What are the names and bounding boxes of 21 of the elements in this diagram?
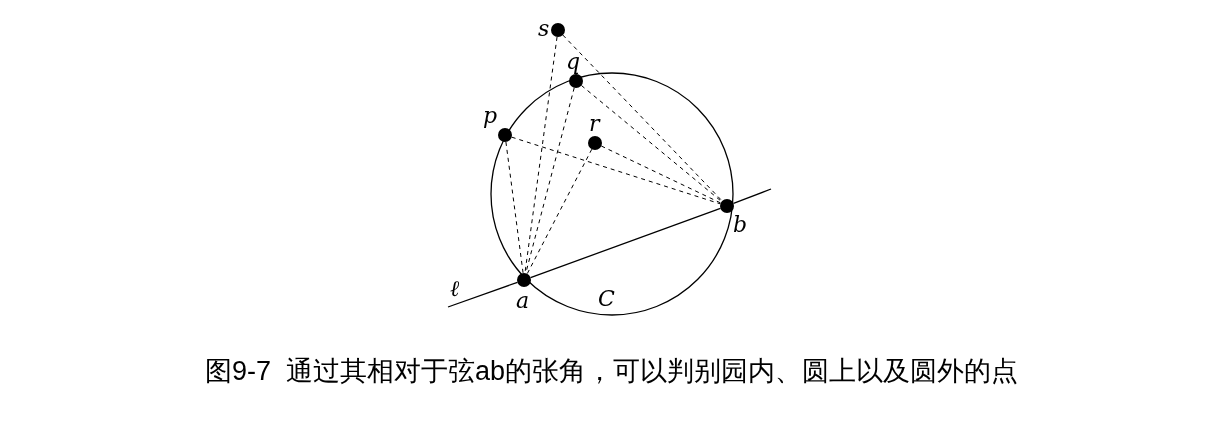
figure-caption: 图9-7 通过其相对于弦ab的张角，可以判别园内、圆上以及圆外的点 [204, 356, 1019, 386]
dashed-line [580, 84, 723, 203]
dashed-line [600, 145, 722, 204]
point-dot [517, 273, 531, 287]
point-label: p [483, 105, 498, 127]
point-dot [588, 136, 602, 150]
dashed-line [524, 36, 558, 274]
dashed-line [511, 136, 721, 205]
line-label: ℓ [450, 278, 460, 300]
dashed-line [526, 148, 593, 275]
dashed-line [505, 141, 524, 274]
point-label: a [516, 290, 530, 312]
circle-label: C [598, 288, 615, 310]
point-label: q [566, 51, 581, 73]
line-segment [529, 207, 722, 279]
point-label: s [538, 18, 550, 40]
point-dot [551, 23, 565, 37]
point-label: r [589, 113, 600, 135]
point-label: b [733, 214, 748, 236]
dashed-line [562, 34, 723, 202]
point-dot [498, 128, 512, 142]
